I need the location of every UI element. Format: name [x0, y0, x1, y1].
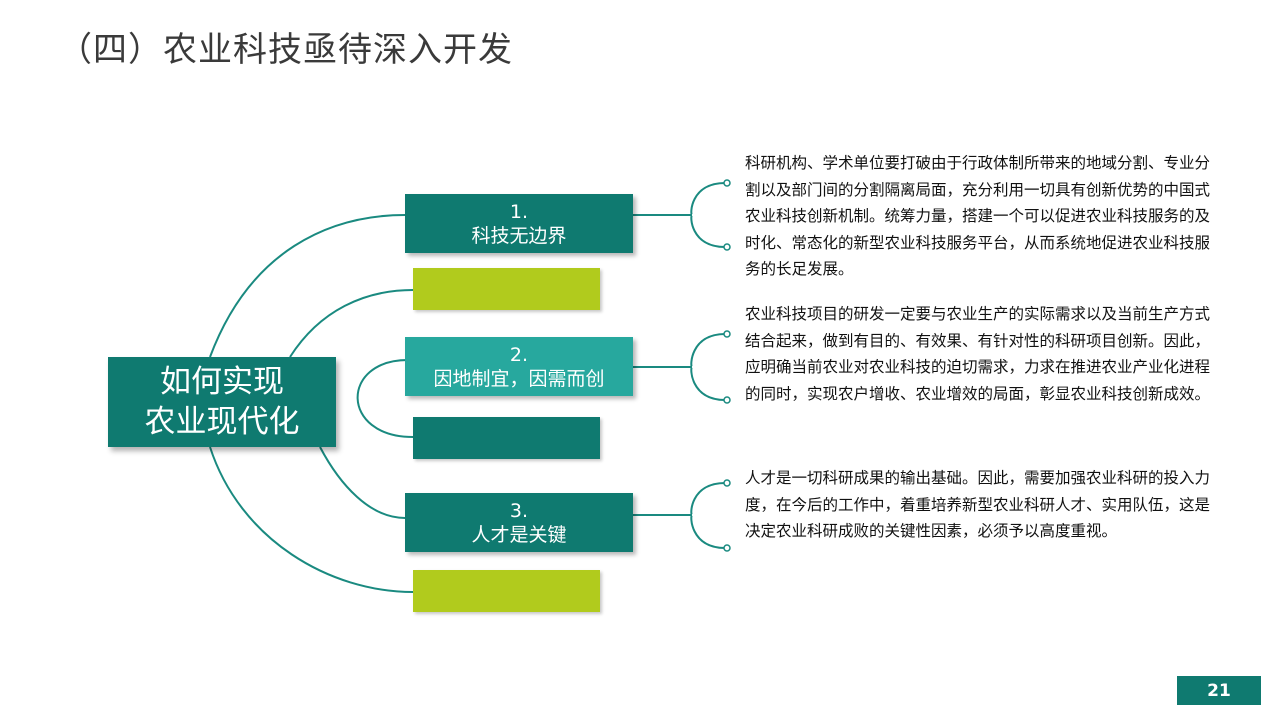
- bracket-dot: [723, 544, 731, 552]
- item-label: 科技无边界: [471, 224, 567, 247]
- connector-item-2-loop: [356, 359, 414, 438]
- page-title: （四）农业科技亟待深入开发: [58, 30, 513, 70]
- item-box-1: 1. 科技无边界: [405, 194, 633, 253]
- bracket-dot: [723, 396, 731, 404]
- bracket-dot: [723, 479, 731, 487]
- item-number: 1.: [509, 200, 529, 223]
- item-number: 3.: [509, 499, 529, 522]
- center-topic-box: 如何实现 农业现代化: [108, 357, 336, 447]
- bracket-dot: [723, 330, 731, 338]
- sub-box-2: [413, 417, 600, 459]
- item-box-3: 3. 人才是关键: [405, 493, 633, 552]
- sub-box-3: [413, 570, 600, 612]
- sub-box-1: [413, 268, 600, 310]
- bracket-item-3-curve: [690, 482, 726, 549]
- bracket-item-2-curve: [690, 333, 726, 401]
- bracket-dot: [723, 243, 731, 251]
- center-topic-line-1: 如何实现: [160, 364, 284, 400]
- bracket-item-1-curve: [690, 182, 726, 248]
- item-description-3: 人才是一切科研成果的输出基础。因此，需要加强农业科研的投入力度，在今后的工作中，…: [745, 469, 1211, 540]
- bracket-dot: [723, 179, 731, 187]
- connector-center-to-sub-3: [209, 446, 414, 593]
- page-number: 21: [1177, 676, 1261, 705]
- item-label: 人才是关键: [471, 523, 567, 546]
- item-number: 2.: [509, 343, 529, 366]
- connector-center-to-item-1: [209, 214, 406, 358]
- connector-center-to-item-3: [319, 446, 406, 519]
- center-topic-line-2: 农业现代化: [144, 404, 300, 440]
- connector-center-to-sub-1: [289, 289, 414, 358]
- item-label: 因地制宜，因需而创: [433, 367, 605, 390]
- item-box-2: 2. 因地制宜，因需而创: [405, 337, 633, 396]
- item-description-2: 农业科技项目的研发一定要与农业生产的实际需求以及当前生产方式结合起来，做到有目的…: [745, 305, 1211, 403]
- item-description-1: 科研机构、学术单位要打破由于行政体制所带来的地域分割、专业分割以及部门间的分割隔…: [745, 154, 1211, 278]
